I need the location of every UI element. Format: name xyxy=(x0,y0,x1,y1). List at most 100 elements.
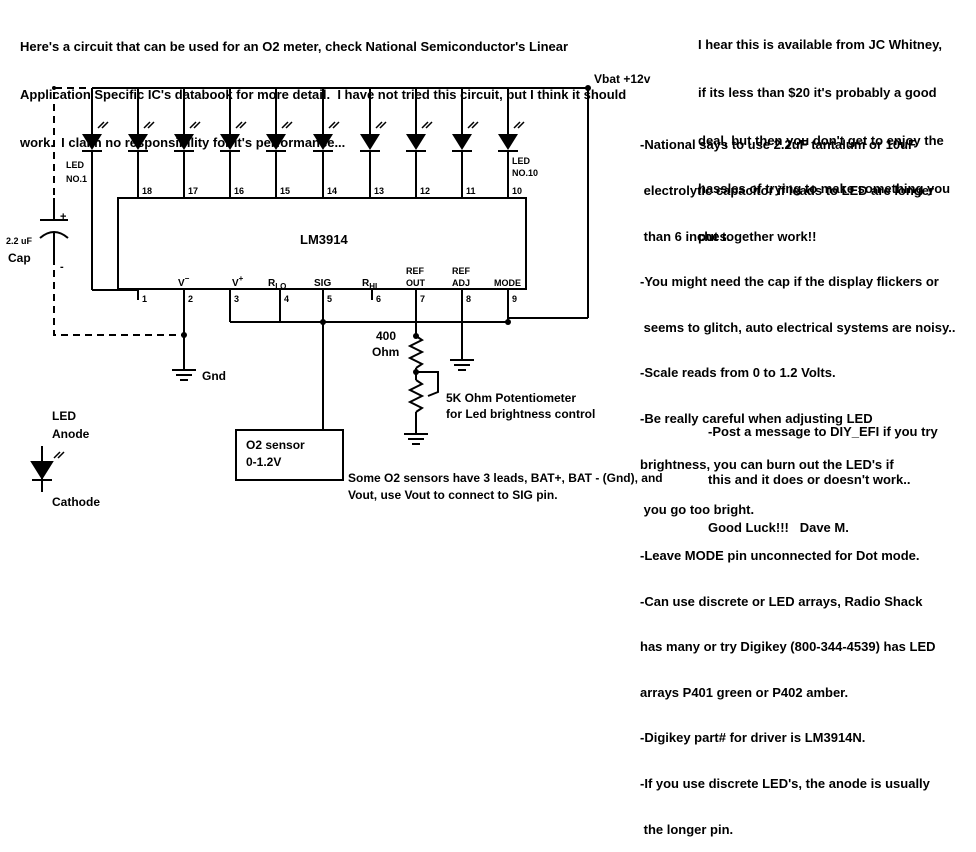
legend-led-icon xyxy=(30,451,65,481)
note-line: you go too bright. xyxy=(640,502,755,518)
led-pin-number: 16 xyxy=(234,186,244,196)
intro-text: Here's a circuit that can be used for an… xyxy=(20,7,626,167)
cap-label-a: 2.2 uF xyxy=(6,236,33,246)
chip-label: LM3914 xyxy=(300,232,348,247)
pin-label-sig: SIG xyxy=(314,278,331,289)
resistor-label-a: 400 xyxy=(376,329,396,343)
cap-dashed-wire-bottom xyxy=(53,258,184,336)
led10-label-a: LED xyxy=(512,156,531,166)
vbat-label: Vbat +12v xyxy=(594,72,651,86)
bottom-pin-number: 7 xyxy=(420,294,425,304)
led-pin-number: 15 xyxy=(280,186,290,196)
gnd-label: Gnd xyxy=(202,369,226,383)
bottom-pin-numbers: 1 2 3 4 5 6 7 8 9 xyxy=(142,294,517,304)
pin-label-mode: MODE xyxy=(494,278,521,288)
led-pin-number: 10 xyxy=(512,186,522,196)
note-line: arrays P401 green or P402 amber. xyxy=(640,684,849,700)
pot-label-b: for Led brightness control xyxy=(446,407,595,421)
jc-line: if its less than $20 it's probably a goo… xyxy=(698,85,937,100)
intro-line: Here's a circuit that can be used for an… xyxy=(20,39,569,54)
led-icon: 16 xyxy=(220,88,247,198)
junction-dot xyxy=(52,86,56,90)
resistor-label-b: Ohm xyxy=(372,345,399,359)
junction-dot xyxy=(413,333,419,339)
potentiometer xyxy=(407,379,425,413)
junction-dot xyxy=(413,369,419,375)
led-icon: 14 xyxy=(313,88,340,198)
bottom-pin-number: 6 xyxy=(376,294,381,304)
pin-label-vminus: V− xyxy=(178,274,190,289)
led-icon: 17 xyxy=(174,88,201,198)
intro-line: Application Specific IC's databook for m… xyxy=(20,87,627,102)
note-line: brightness, you can burn out the LED's i… xyxy=(640,456,894,472)
led-pin-number: 18 xyxy=(142,186,152,196)
note-line: has many or try Digikey (800-344-4539) h… xyxy=(640,639,936,655)
note-line: -National says to use 2.2uF tantalum or … xyxy=(640,137,916,153)
led-pin-number: 13 xyxy=(374,186,384,196)
jc-line: I hear this is available from JC Whitney… xyxy=(698,37,942,52)
note-line: seems to glitch, auto electrical systems… xyxy=(640,319,956,335)
led-icon: 18 xyxy=(128,88,155,198)
pot-label-a: 5K Ohm Potentiometer xyxy=(446,391,576,405)
pin-label-rhi: RHI xyxy=(362,278,377,291)
sensor-note-a: Some O2 sensors have 3 leads, BAT+, BAT … xyxy=(348,471,663,485)
bottom-pin-number: 9 xyxy=(512,294,517,304)
jc-line: hassles of trying to make something you xyxy=(698,181,951,196)
led10-label-b: NO.10 xyxy=(512,168,538,178)
pin-label-vplus: V+ xyxy=(232,274,244,289)
cap-plus: + xyxy=(60,211,66,223)
legend-cathode-label: Cathode xyxy=(52,495,100,509)
junction-dot xyxy=(320,319,326,325)
sensor-note-b: Vout, use Vout to connect to SIG pin. xyxy=(348,488,558,502)
led-pin-number: 17 xyxy=(188,186,198,196)
pin-label-refout-a: REF xyxy=(406,266,425,276)
bottom-pin-number: 8 xyxy=(466,294,471,304)
pin-label-refout-b: OUT xyxy=(406,278,426,288)
legend-led-label: LED xyxy=(52,409,76,423)
led-icon xyxy=(82,88,109,152)
jc-line: put together work!! xyxy=(698,229,817,244)
o2-sensor-box xyxy=(235,429,344,481)
pin-label-rlo: RLO xyxy=(268,278,286,291)
jc-whitney-text: I hear this is available from JC Whitney… xyxy=(698,5,950,261)
bottom-pin-number: 2 xyxy=(188,294,193,304)
pin-label-refadj-a: REF xyxy=(452,266,471,276)
note-line: -You might need the cap if the display f… xyxy=(640,274,939,290)
led1-label-a: LED xyxy=(66,160,85,170)
sensor-label-b: 0-1.2V xyxy=(246,455,281,469)
jc-line: deal, but then you don't get to enjoy th… xyxy=(698,133,944,148)
note-line: electrolytic capacitor if leads to LED a… xyxy=(640,183,935,199)
bottom-pin-number: 1 xyxy=(142,294,147,304)
bottom-pin-number: 4 xyxy=(284,294,289,304)
junction-dots xyxy=(52,85,591,375)
note-line: than 6 inches. xyxy=(640,228,731,244)
sensor-label-a: O2 sensor xyxy=(246,438,305,452)
note-line: -Be really careful when adjusting LED xyxy=(640,411,873,427)
led-pin-number: 12 xyxy=(420,186,430,196)
led-array: 18 17 16 15 14 13 12 11 10 xyxy=(82,88,525,198)
post-line: this and it does or doesn't work.. xyxy=(708,472,911,487)
junction-dot xyxy=(181,332,187,338)
resistor-400 xyxy=(407,335,425,369)
led-icon: 15 xyxy=(266,88,293,198)
junction-dot xyxy=(505,319,511,325)
bottom-pin-number: 5 xyxy=(327,294,332,304)
bottom-pin-number: 3 xyxy=(234,294,239,304)
note-line: -Scale reads from 0 to 1.2 Volts. xyxy=(640,365,836,381)
led-icon: 13 xyxy=(360,88,387,198)
cap-label-b: Cap xyxy=(8,251,31,265)
led1-label-b: NO.1 xyxy=(66,174,87,184)
pin-label-refadj-b: ADJ xyxy=(452,278,470,288)
note-line: -Digikey part# for driver is LM3914N. xyxy=(640,730,866,746)
led-icon: 12 xyxy=(406,88,433,198)
led-icon: 11 xyxy=(452,88,479,198)
note-line: the longer pin. xyxy=(640,821,734,837)
note-line: -If you use discrete LED's, the anode is… xyxy=(640,775,930,791)
junction-dot xyxy=(585,85,591,91)
led-pin-number: 14 xyxy=(327,186,337,196)
note-line: -Can use discrete or LED arrays, Radio S… xyxy=(640,593,923,609)
cap-minus: - xyxy=(60,261,64,273)
post-line: -Post a message to DIY_EFI if you try xyxy=(708,424,938,439)
led-pin-number: 11 xyxy=(466,186,476,196)
